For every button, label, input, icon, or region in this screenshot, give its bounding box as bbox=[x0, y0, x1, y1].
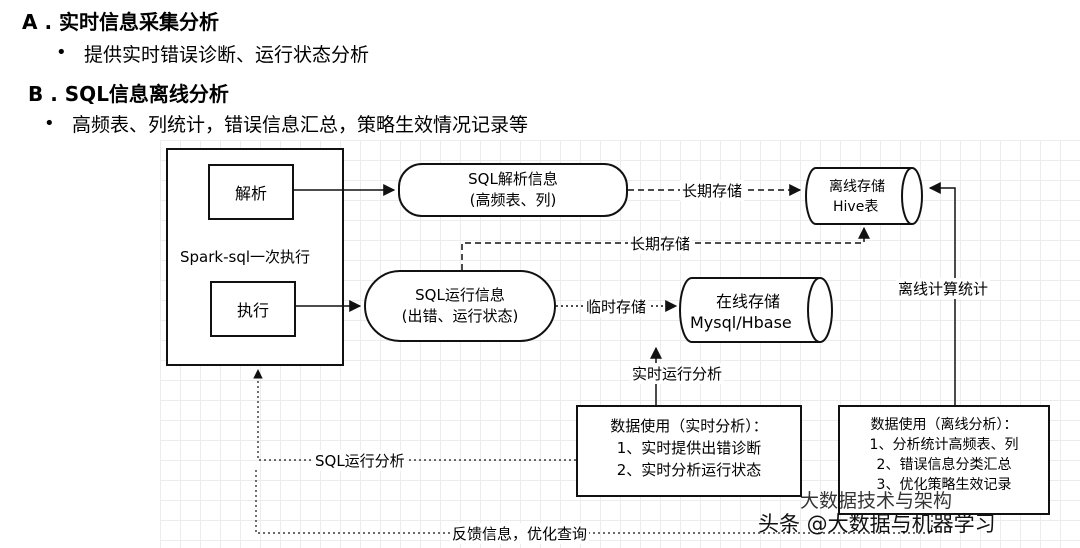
long-term-storage-label-1: 长期存储 bbox=[680, 180, 745, 201]
bullet-icon: • bbox=[44, 113, 55, 134]
section-b-title: SQL信息离线分析 bbox=[64, 82, 229, 106]
feedback-label: 反馈信息，优化查询 bbox=[450, 523, 590, 544]
execute-box: 执行 bbox=[210, 281, 296, 337]
realtime-usage-item: 2、实时分析运行状态 bbox=[616, 461, 762, 479]
watermark-line1: 大数据技术与架构 bbox=[800, 490, 953, 512]
bullet-icon: • bbox=[56, 42, 67, 63]
section-a-heading: A . 实时信息采集分析 bbox=[22, 10, 220, 34]
realtime-usage-title: 数据使用（实时分析）： bbox=[610, 417, 768, 435]
parse-box: 解析 bbox=[208, 164, 294, 220]
sql-parse-info-line1: SQL解析信息 bbox=[468, 170, 558, 188]
online-store-line1: 在线存储 bbox=[716, 292, 781, 311]
temp-storage-label: 临时存储 bbox=[584, 296, 649, 317]
realtime-usage-item: 1、实时提供出错诊断 bbox=[616, 439, 762, 457]
realtime-analysis-label: 实时运行分析 bbox=[630, 363, 725, 384]
online-store-line2: Mysql/Hbase bbox=[690, 313, 792, 332]
section-b-bullet: 高频表、列统计，错误信息汇总，策略生效情况记录等 bbox=[72, 114, 529, 136]
sql-run-info-line1: SQL运行信息 bbox=[415, 286, 505, 304]
execute-label: 执行 bbox=[236, 301, 269, 320]
offline-store-line2: Hive表 bbox=[833, 199, 879, 215]
realtime-usage-box: 数据使用（实时分析）： 1、实时提供出错诊断 2、实时分析运行状态 bbox=[576, 405, 802, 497]
section-a-bullet: 提供实时错误诊断、运行状态分析 bbox=[84, 44, 370, 66]
offline-usage-title: 数据使用（离线分析）： bbox=[870, 417, 1018, 433]
offline-usage-item: 3、优化策略生效记录 bbox=[876, 477, 1012, 493]
section-a-letter: A bbox=[22, 10, 38, 34]
section-b-letter: B bbox=[28, 82, 44, 106]
parse-label: 解析 bbox=[234, 184, 267, 203]
watermark-line2: 头条 @大数据与机器学习 bbox=[758, 512, 996, 536]
spark-sql-label: Spark-sql一次执行 bbox=[180, 248, 311, 266]
sql-parse-info-line2: (高频表、列) bbox=[469, 191, 557, 209]
sql-run-info-node: SQL运行信息 (出错、运行状态) bbox=[364, 270, 556, 342]
offline-usage-box: 数据使用（离线分析）： 1、分析统计高频表、列 2、错误信息分类汇总 3、优化策… bbox=[838, 405, 1050, 515]
offline-usage-item: 1、分析统计高频表、列 bbox=[869, 437, 1019, 453]
offline-compute-label: 离线计算统计 bbox=[896, 278, 991, 299]
offline-usage-item: 2、错误信息分类汇总 bbox=[876, 457, 1012, 473]
section-b-heading: B . SQL信息离线分析 bbox=[28, 82, 229, 106]
offline-store-line1: 离线存储 bbox=[829, 179, 885, 195]
long-term-storage-label-2: 长期存储 bbox=[628, 233, 693, 254]
sql-run-analysis-label: SQL运行分析 bbox=[313, 450, 407, 471]
sql-parse-info-node: SQL解析信息 (高频表、列) bbox=[398, 163, 628, 217]
section-a-title: 实时信息采集分析 bbox=[59, 10, 220, 34]
sql-run-info-line2: (出错、运行状态) bbox=[401, 307, 519, 325]
